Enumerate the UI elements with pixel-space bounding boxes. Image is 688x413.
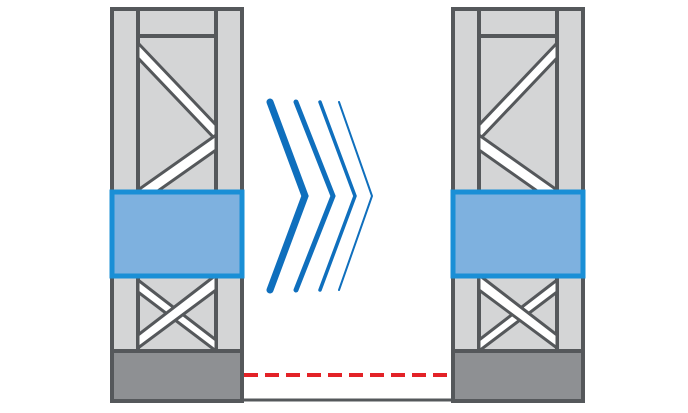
emitter-tower-base [110, 349, 244, 403]
receiver-tower [450, 7, 586, 403]
signal-chevron-4 [338, 101, 374, 291]
signal-chevron-2 [293, 99, 336, 293]
emitter-tower-lower-brace [136, 271, 218, 351]
signal-chevrons-icon [266, 98, 374, 294]
receiver-sensor-panel [450, 189, 586, 279]
emitter-tower-upper-frame [110, 7, 244, 353]
signal-chevron-3 [318, 100, 357, 292]
receiver-tower-upper-frame [451, 7, 585, 353]
signal-chevron-1 [266, 98, 309, 294]
emitter-tower [109, 7, 245, 403]
receiver-tower-lower-brace [477, 271, 559, 351]
receiver-tower-base [451, 349, 585, 403]
emitter-sensor-panel [109, 189, 245, 279]
